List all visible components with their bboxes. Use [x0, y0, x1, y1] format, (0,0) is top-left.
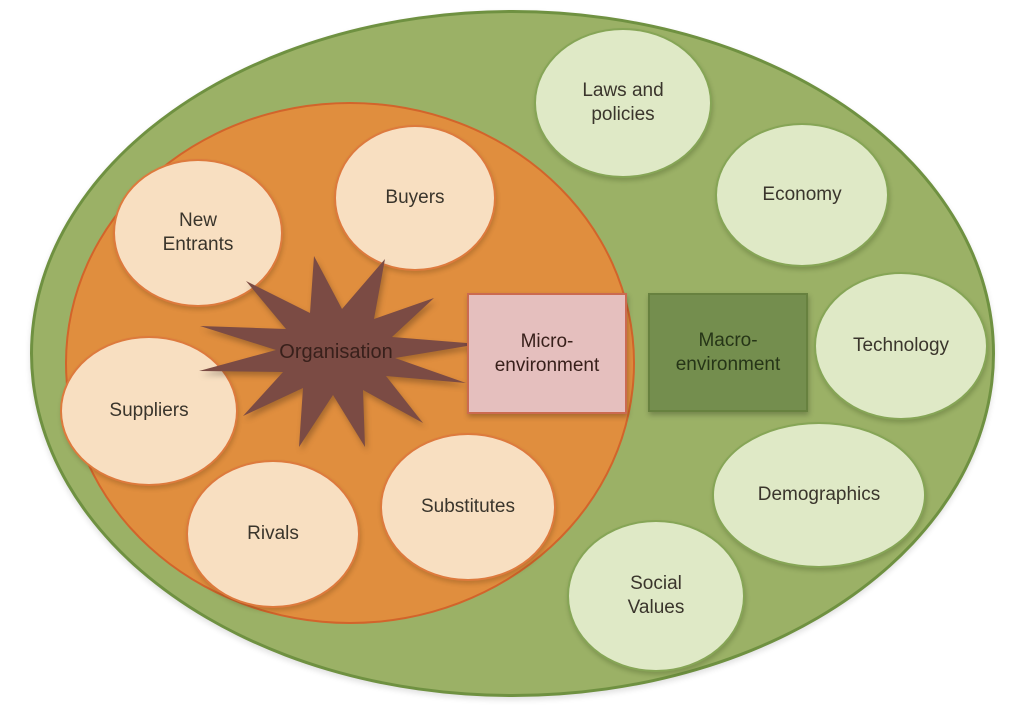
factor-label-substitutes: Substitutes	[421, 496, 515, 518]
factor-label-social-values: Social Values	[627, 573, 685, 618]
factor-label-technology: Technology	[852, 335, 950, 357]
factor-label-buyers: Buyers	[385, 187, 445, 209]
factor-label-new-entrants: New Entrants	[162, 210, 234, 255]
macro-environment-label: Macro- environment	[675, 329, 781, 375]
organisation-label: Organisation	[279, 340, 393, 363]
factor-label-demographics: Demographics	[757, 484, 881, 506]
factor-circle-buyers: Buyers	[334, 125, 496, 271]
macro-environment-label-box: Macro- environment	[648, 293, 808, 412]
factor-label-rivals: Rivals	[247, 523, 299, 545]
factor-circle-social-values: Social Values	[567, 520, 745, 672]
factor-circle-laws-and-policies: Laws and policies	[534, 28, 712, 178]
starburst-icon	[199, 256, 479, 447]
factor-circle-economy: Economy	[715, 123, 889, 267]
organisation-starburst: Organisation	[190, 252, 482, 452]
factor-circle-substitutes: Substitutes	[380, 433, 556, 581]
factor-circle-suppliers: Suppliers	[60, 336, 238, 486]
factor-label-laws-and-policies: Laws and policies	[582, 80, 664, 125]
factor-circle-technology: Technology	[814, 272, 988, 420]
factor-label-suppliers: Suppliers	[109, 400, 189, 422]
factor-circle-rivals: Rivals	[186, 460, 360, 608]
factor-circle-new-entrants: New Entrants	[113, 159, 283, 307]
micro-environment-label: Micro- environment	[494, 330, 600, 376]
micro-environment-label-box: Micro- environment	[467, 293, 627, 414]
factor-label-economy: Economy	[762, 184, 842, 206]
factor-circle-demographics: Demographics	[712, 422, 926, 568]
